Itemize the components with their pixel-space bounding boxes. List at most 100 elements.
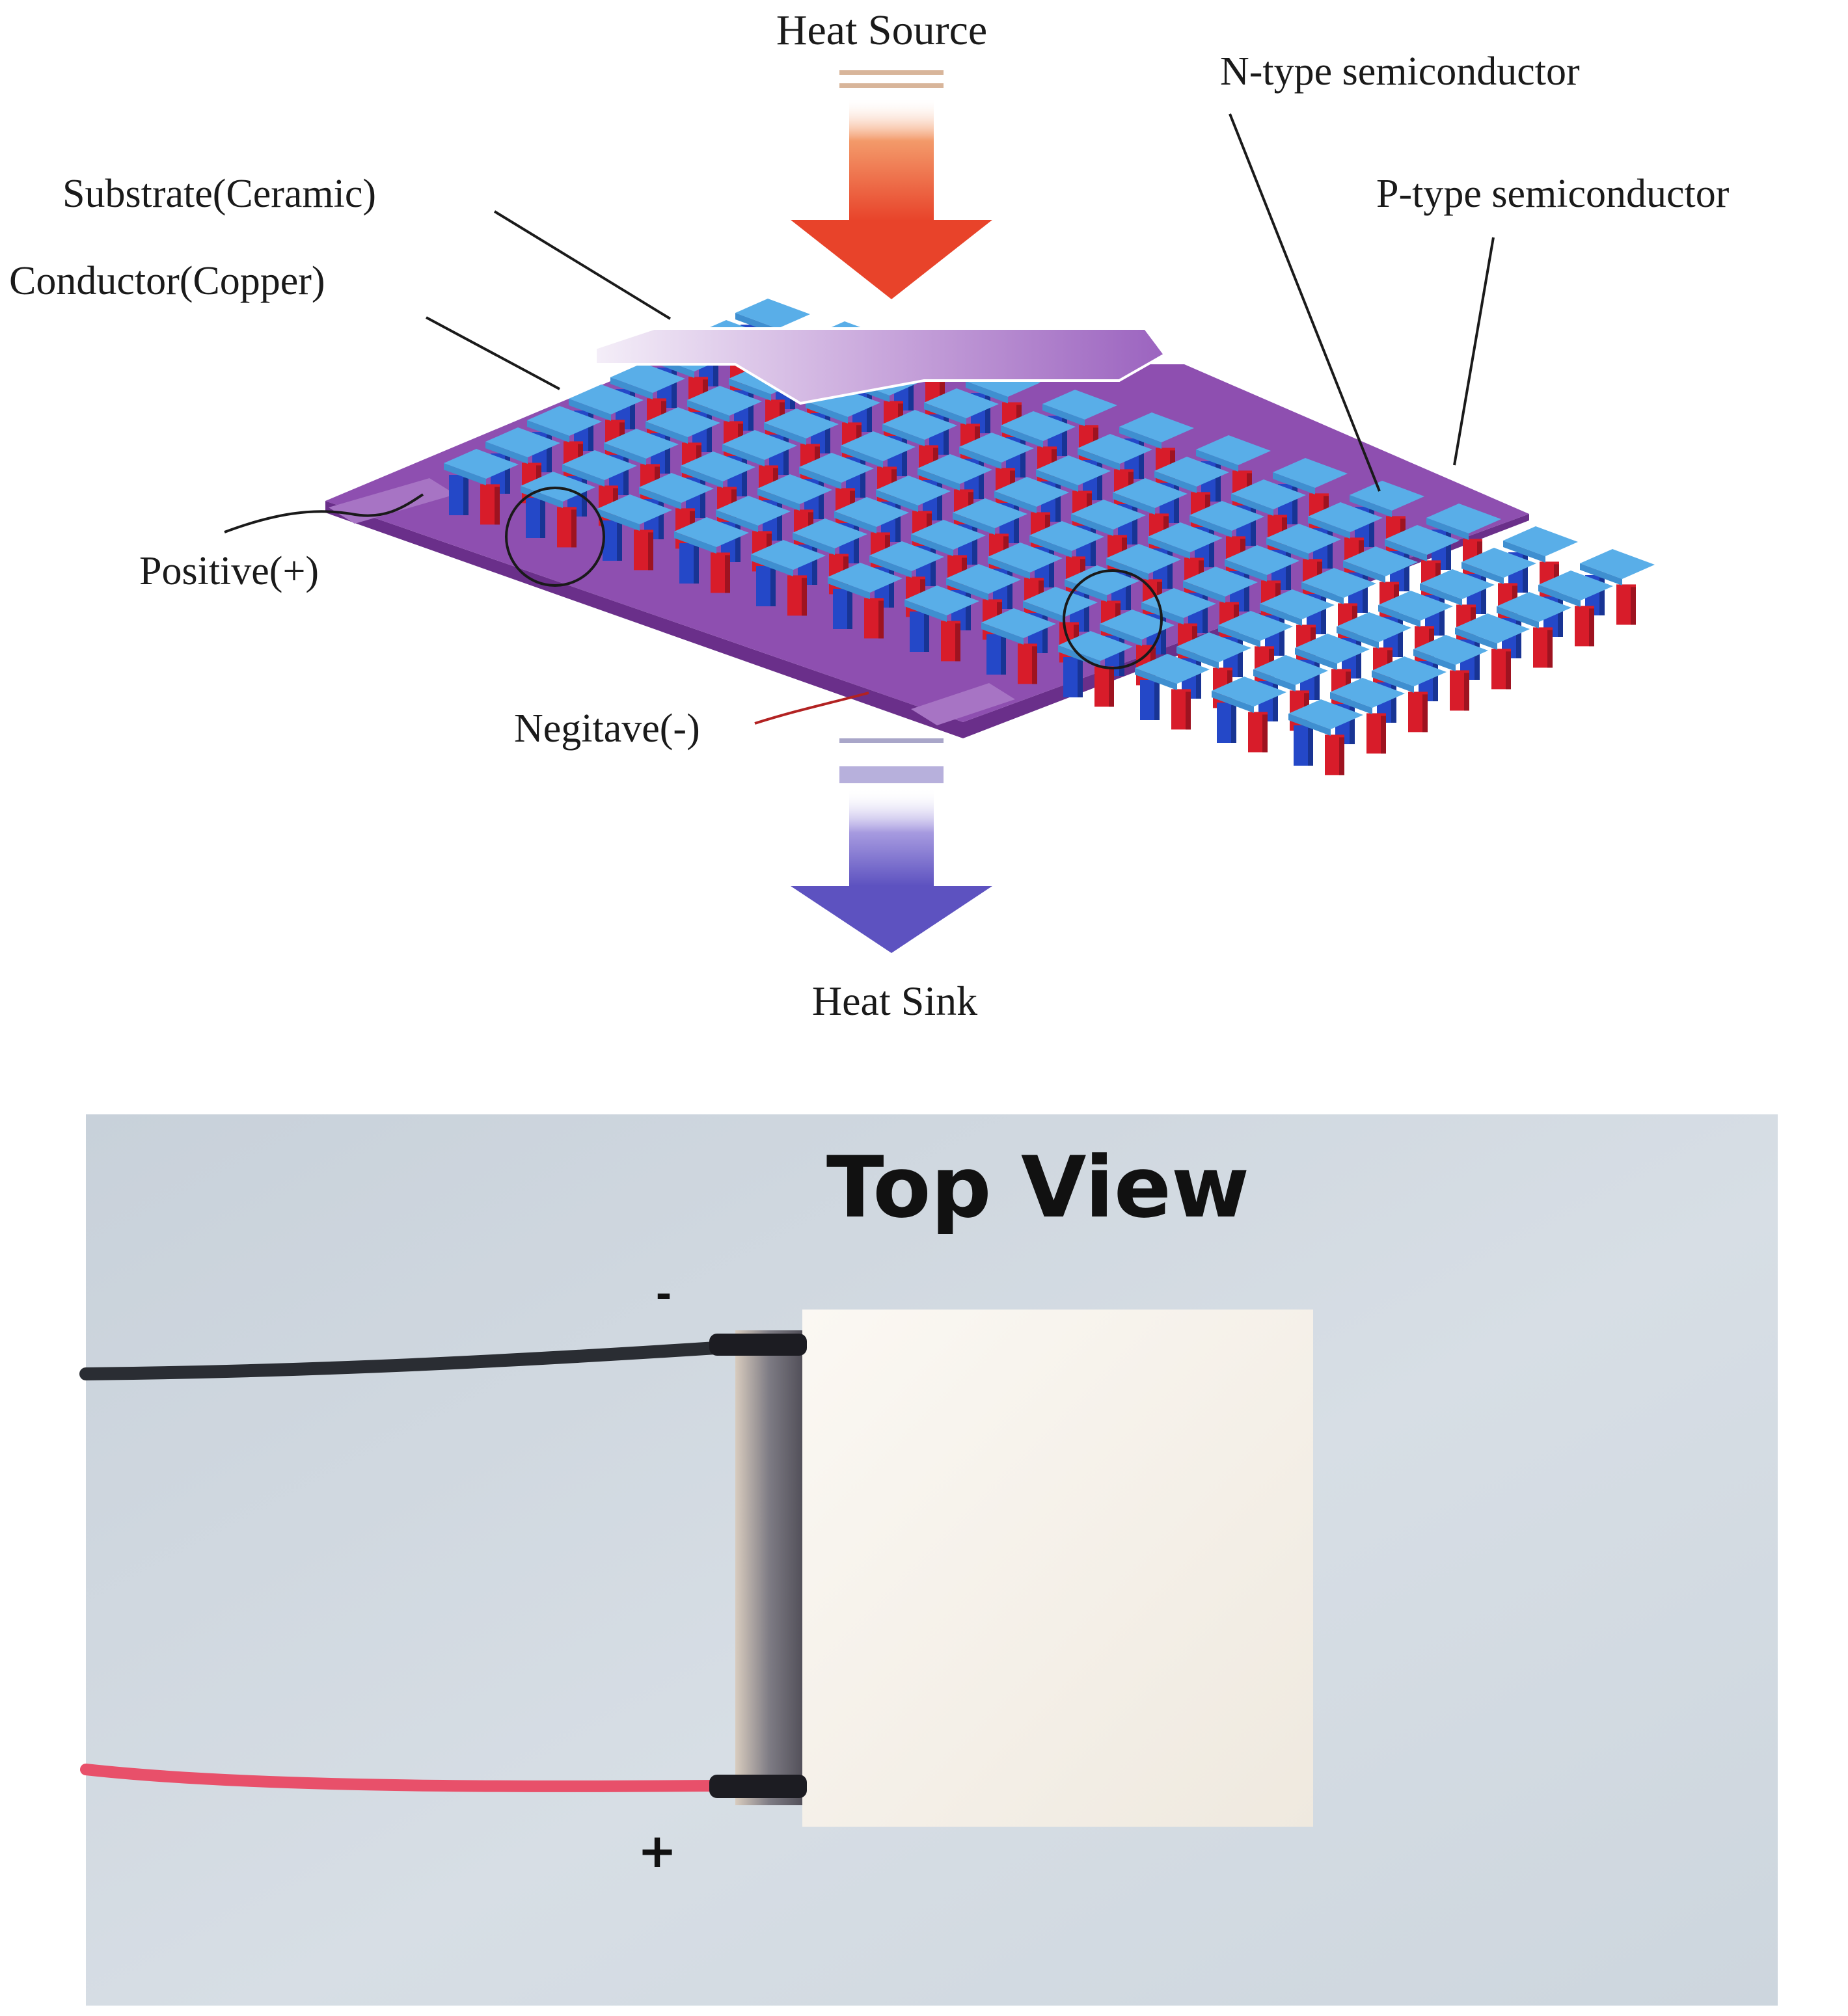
copper-conductor-tab (834, 497, 909, 527)
copper-tab-side (569, 399, 611, 421)
copper-conductor-tab (716, 496, 791, 526)
leg-shade (1292, 487, 1298, 524)
heat-source-label: Heat Source (776, 7, 987, 54)
copper-conductor-tab (1113, 478, 1188, 508)
copper-tab-side (1420, 584, 1462, 606)
copper-conductor-tab (1119, 412, 1194, 442)
copper-conductor-tab (764, 409, 839, 438)
leg-shade (1042, 615, 1048, 653)
copper-conductor-tab (911, 520, 986, 550)
leg-shade (742, 459, 747, 496)
copper-tab-side (1071, 514, 1113, 536)
copper-conductor-tab (1288, 699, 1363, 729)
leg-shade (783, 437, 789, 475)
leg-shade (1381, 716, 1386, 754)
leg-shade (1167, 551, 1173, 589)
copper-tab-side (1212, 691, 1254, 713)
copper-conductor-tab (485, 427, 560, 457)
leg-pair (904, 585, 979, 662)
copper-conductor-tab (1135, 654, 1210, 684)
copper-tab-side (1378, 605, 1420, 627)
copper-tab-side (924, 403, 966, 425)
copper-tab-side (1065, 580, 1107, 602)
conductor-leader (426, 316, 560, 390)
copper-conductor-tab (1141, 588, 1216, 618)
leg-pair (527, 406, 602, 482)
leg-shade (648, 532, 653, 571)
leg-pair (444, 449, 519, 525)
leg-shade (944, 417, 949, 455)
copper-conductor-tab (1372, 656, 1447, 686)
leg-pair (1330, 678, 1405, 754)
copper-conductor-tab (1266, 524, 1341, 554)
leg-shade (1032, 646, 1037, 684)
leg-shade (700, 480, 705, 518)
copper-tab-side (1372, 671, 1414, 693)
leg-shade (1109, 669, 1114, 707)
copper-conductor-tab (1106, 544, 1181, 574)
leg-shade (1186, 692, 1191, 730)
leg-shade (630, 392, 635, 429)
copper-tab-side (1001, 425, 1043, 448)
leg-pair (981, 608, 1056, 684)
leg-pair (1135, 654, 1210, 730)
top-view-photo: Top View - + (79, 1114, 1778, 2006)
leg-shade (979, 461, 984, 499)
copper-tab-side (869, 556, 912, 578)
leg-shade (972, 527, 977, 565)
leg-shade (735, 524, 741, 562)
copper-tab-side (1266, 538, 1309, 560)
copper-tab-side (1330, 692, 1372, 714)
leg-pair (1455, 613, 1530, 690)
leg-shade (1139, 441, 1144, 479)
copper-conductor-tab (828, 563, 903, 593)
leg-shade (985, 396, 990, 433)
leg-shade (1439, 598, 1445, 636)
heat-sink-label: Heat Sink (812, 978, 977, 1024)
copper-conductor-tab (1420, 569, 1495, 599)
copper-tab-side (917, 468, 960, 491)
copper-tab-side (1029, 535, 1072, 558)
copper-conductor-tab (1337, 612, 1411, 642)
copper-tab-side (1461, 562, 1504, 584)
leg-shade (819, 481, 824, 519)
copper-tab-side (645, 422, 688, 444)
leg-shade (825, 416, 830, 453)
copper-tab-side (959, 447, 1001, 469)
copper-conductor-tab (735, 299, 810, 329)
leg-shade (505, 456, 510, 494)
leg-shade (1244, 574, 1249, 612)
leg-shade (1547, 630, 1553, 668)
copper-tab-side (674, 531, 716, 554)
copper-conductor-tab (562, 450, 637, 480)
copper-tab-side (793, 533, 835, 555)
leg-shade (707, 414, 712, 452)
leg-shade (802, 578, 807, 616)
copper-tab-side (953, 513, 995, 535)
leg-shade (1516, 621, 1521, 658)
leg-shade (1286, 552, 1291, 590)
copper-conductor-tab (1260, 589, 1335, 619)
n-type-label: N-type semiconductor (1220, 49, 1580, 94)
peltier-diagram: Heat Source N-type semiconductor P-type … (9, 7, 1730, 1024)
leg-pair (1372, 656, 1447, 732)
copper-conductor-tab (1071, 500, 1146, 530)
leg-shade (1273, 684, 1278, 721)
copper-conductor-tab (1100, 610, 1175, 639)
leg-shade (571, 509, 577, 548)
heat-source-arrow (791, 70, 992, 299)
copper-tab-side (834, 511, 876, 533)
leg-shade (1091, 528, 1096, 566)
leg-shade (1433, 664, 1438, 701)
leg-shade (495, 487, 500, 525)
copper-conductor-tab (841, 431, 916, 461)
leg-shade (540, 500, 545, 538)
leg-shade (966, 593, 971, 630)
conductor-label: Conductor(Copper) (9, 259, 325, 303)
copper-conductor-tab (924, 388, 999, 418)
copper-conductor-tab (1308, 502, 1383, 532)
copper-tab-side (1183, 581, 1225, 603)
copper-conductor-tab (1330, 678, 1405, 708)
copper-tab-side (882, 424, 925, 446)
